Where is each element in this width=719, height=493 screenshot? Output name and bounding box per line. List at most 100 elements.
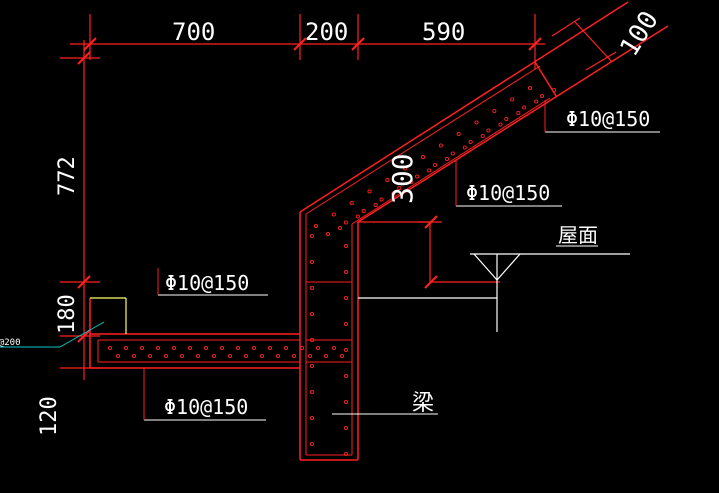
- rebar-dot: [131, 353, 137, 359]
- rebar-dot: [456, 131, 461, 137]
- label-roof: 屋面: [558, 223, 598, 247]
- rebar-dot: [299, 345, 305, 351]
- rebar-dot: [551, 87, 557, 93]
- rebar-dot: [309, 415, 315, 421]
- rebar-dot: [539, 93, 545, 99]
- rebar-dot: [115, 353, 121, 359]
- rebar-dot: [409, 179, 414, 185]
- rebar-dot: [267, 345, 273, 351]
- rebar-dot: [309, 259, 315, 265]
- rebar-dot: [343, 321, 349, 327]
- rebar-lines: [97, 65, 551, 456]
- dim-300: 300: [386, 153, 419, 204]
- rebar-dot: [498, 122, 503, 127]
- dim-180: 180: [55, 294, 80, 334]
- rebar-dot: [251, 345, 257, 351]
- rebar-label-slab-bottom: Φ10@150: [164, 395, 248, 419]
- dim-772: 772: [55, 156, 80, 196]
- rebar-dot: [343, 243, 349, 249]
- rebar-dot: [309, 285, 315, 291]
- rebar-dot: [187, 345, 193, 351]
- top-dimension-line: [70, 14, 545, 70]
- rebar-dot: [444, 156, 450, 162]
- rebar-dot: [420, 154, 426, 160]
- rebar-dot: [468, 139, 473, 145]
- rebar-dot: [313, 223, 319, 229]
- rebar-label-slab-top: Φ10@150: [165, 271, 249, 295]
- rebar-dot: [492, 108, 497, 114]
- rebar-dot: [367, 189, 372, 194]
- roof-level-lines: [358, 253, 630, 332]
- rebar-dot: [462, 145, 467, 150]
- rebar-dot: [343, 220, 348, 225]
- rebar-dot: [450, 151, 455, 156]
- rebar-dot: [211, 353, 217, 359]
- rebar-dot: [373, 202, 378, 208]
- rebar-dot: [325, 231, 331, 237]
- dim-120: 120: [37, 396, 62, 436]
- rebar-dot: [504, 116, 509, 122]
- rebar-dot: [343, 295, 349, 301]
- rebar-dot: [516, 110, 521, 116]
- rebar-dot: [309, 311, 315, 317]
- rebar-dot: [323, 353, 329, 359]
- slope-thickness-dimension: [551, 17, 617, 71]
- rebar-dot: [235, 345, 241, 351]
- rebar-dot: [337, 225, 343, 231]
- rebar-dot: [438, 143, 443, 148]
- rebar-dot: [259, 353, 265, 359]
- label-leaders: [144, 131, 660, 421]
- rebar-dot: [527, 85, 533, 91]
- rebar-dot: [391, 191, 396, 196]
- rebar-dot: [309, 441, 315, 447]
- rebar-dot: [355, 214, 360, 219]
- rebar-dot: [432, 162, 438, 168]
- dim-590: 590: [422, 18, 465, 46]
- rebar-dot: [339, 353, 345, 359]
- rebar-dot: [486, 128, 491, 133]
- dim-700: 700: [172, 18, 215, 46]
- rebar-dot: [331, 212, 336, 217]
- roof-opening-outline: [358, 215, 500, 289]
- rebar-dot: [331, 345, 337, 351]
- rebar-dot: [219, 345, 225, 351]
- rebar-dot: [139, 345, 145, 351]
- left-edge-leader: [0, 321, 105, 348]
- label-leaders-red: [143, 100, 546, 420]
- rebar-dot: [343, 451, 349, 457]
- rebar-dot: [283, 345, 289, 351]
- dim-100: 100: [614, 6, 664, 62]
- rebar-dot: [343, 425, 349, 431]
- rebar-dot: [195, 353, 201, 359]
- rebar-dot: [343, 373, 349, 379]
- rebar-dot: [397, 185, 402, 191]
- rebar-dot: [309, 337, 315, 343]
- rebar-dot: [163, 353, 169, 359]
- rebar-dot: [107, 345, 113, 351]
- rebar-dot: [203, 345, 209, 351]
- rebar-dot: [427, 168, 432, 173]
- rebar-dot: [309, 233, 315, 239]
- rebar-dot: [349, 200, 354, 206]
- rebar-dot: [361, 208, 366, 214]
- rebar-dot: [510, 97, 515, 102]
- rebar-dot: [227, 353, 233, 359]
- rebar-dot: [343, 347, 349, 353]
- rebar-dot: [243, 353, 249, 359]
- rebar-dot: [343, 269, 349, 275]
- rebar-dot: [403, 166, 408, 171]
- rebar-dot: [147, 353, 153, 359]
- rebar-dot: [123, 345, 129, 351]
- rebar-dot: [315, 345, 321, 351]
- rebar-dot: [275, 353, 281, 359]
- rebar-label-left-edge: φ6@200: [0, 338, 21, 348]
- rebar-dot: [309, 363, 315, 369]
- rebar-dot: [309, 389, 315, 395]
- rebar-dot: [385, 177, 390, 183]
- rebar-dot: [522, 105, 527, 110]
- rebar-dot: [155, 345, 161, 351]
- label-beam: 梁: [412, 391, 434, 416]
- rebar-dot: [307, 353, 313, 359]
